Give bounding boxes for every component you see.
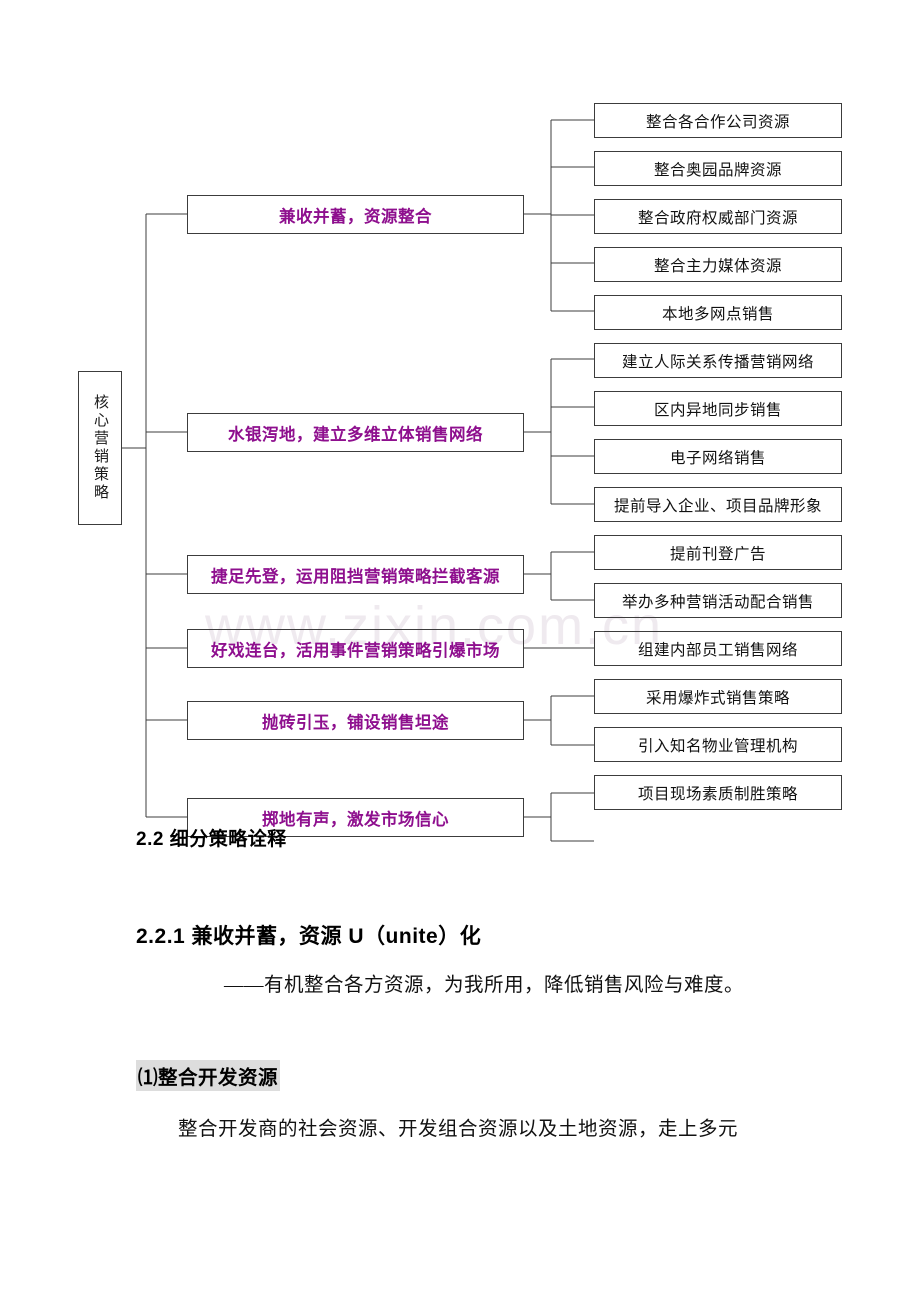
- diagram-leaf-node: 电子网络销售: [594, 439, 842, 474]
- diagram-branch-node-3: 捷足先登，运用阻挡营销策略拦截客源: [187, 555, 524, 594]
- body-paragraph-1: 整合开发商的社会资源、开发组合资源以及土地资源，走上多元: [178, 1119, 739, 1140]
- diagram-branch-node-6: 掷地有声，激发市场信心: [187, 798, 524, 837]
- diagram-leaf-node: 提前导入企业、项目品牌形象: [594, 487, 842, 522]
- diagram-leaf-node: 整合主力媒体资源: [594, 247, 842, 282]
- section-lead-line: ——有机整合各方资源，为我所用，降低销售风险与难度。: [224, 975, 745, 996]
- diagram-leaf-node: 整合奥园品牌资源: [594, 151, 842, 186]
- page-watermark: www.zixin.com.cn: [205, 596, 664, 656]
- section-heading-2-2: 2.2 细分策略诠释: [136, 829, 287, 850]
- diagram-leaf-node: 组建内部员工销售网络: [594, 631, 842, 666]
- diagram-leaf-node: 本地多网点销售: [594, 295, 842, 330]
- diagram-leaf-node: 项目现场素质制胜策略: [594, 775, 842, 810]
- subsection-heading-1: ⑴整合开发资源: [136, 1060, 281, 1091]
- section-heading-2-2-1: 2.2.1 兼收并蓄，资源 U（unite）化: [136, 925, 482, 948]
- diagram-connectors: [122, 119, 594, 842]
- diagram-leaf-node: 举办多种营销活动配合销售: [594, 583, 842, 618]
- diagram-leaf-node: 建立人际关系传播营销网络: [594, 343, 842, 378]
- diagram-leaf-node: 引入知名物业管理机构: [594, 727, 842, 762]
- diagram-leaf-node: 区内异地同步销售: [594, 391, 842, 426]
- diagram-leaf-node: 整合各合作公司资源: [594, 103, 842, 138]
- diagram-root-node: 核心营销策略: [78, 371, 122, 525]
- diagram-leaf-node: 整合政府权威部门资源: [594, 199, 842, 234]
- diagram-branch-node-5: 抛砖引玉，铺设销售坦途: [187, 701, 524, 740]
- diagram-leaf-node: 提前刊登广告: [594, 535, 842, 570]
- diagram-branch-node-2: 水银泻地，建立多维立体销售网络: [187, 413, 524, 452]
- diagram-leaf-node: 采用爆炸式销售策略: [594, 679, 842, 714]
- diagram-branch-node-4: 好戏连台，活用事件营销策略引爆市场: [187, 629, 524, 668]
- diagram-branch-node-1: 兼收并蓄，资源整合: [187, 195, 524, 234]
